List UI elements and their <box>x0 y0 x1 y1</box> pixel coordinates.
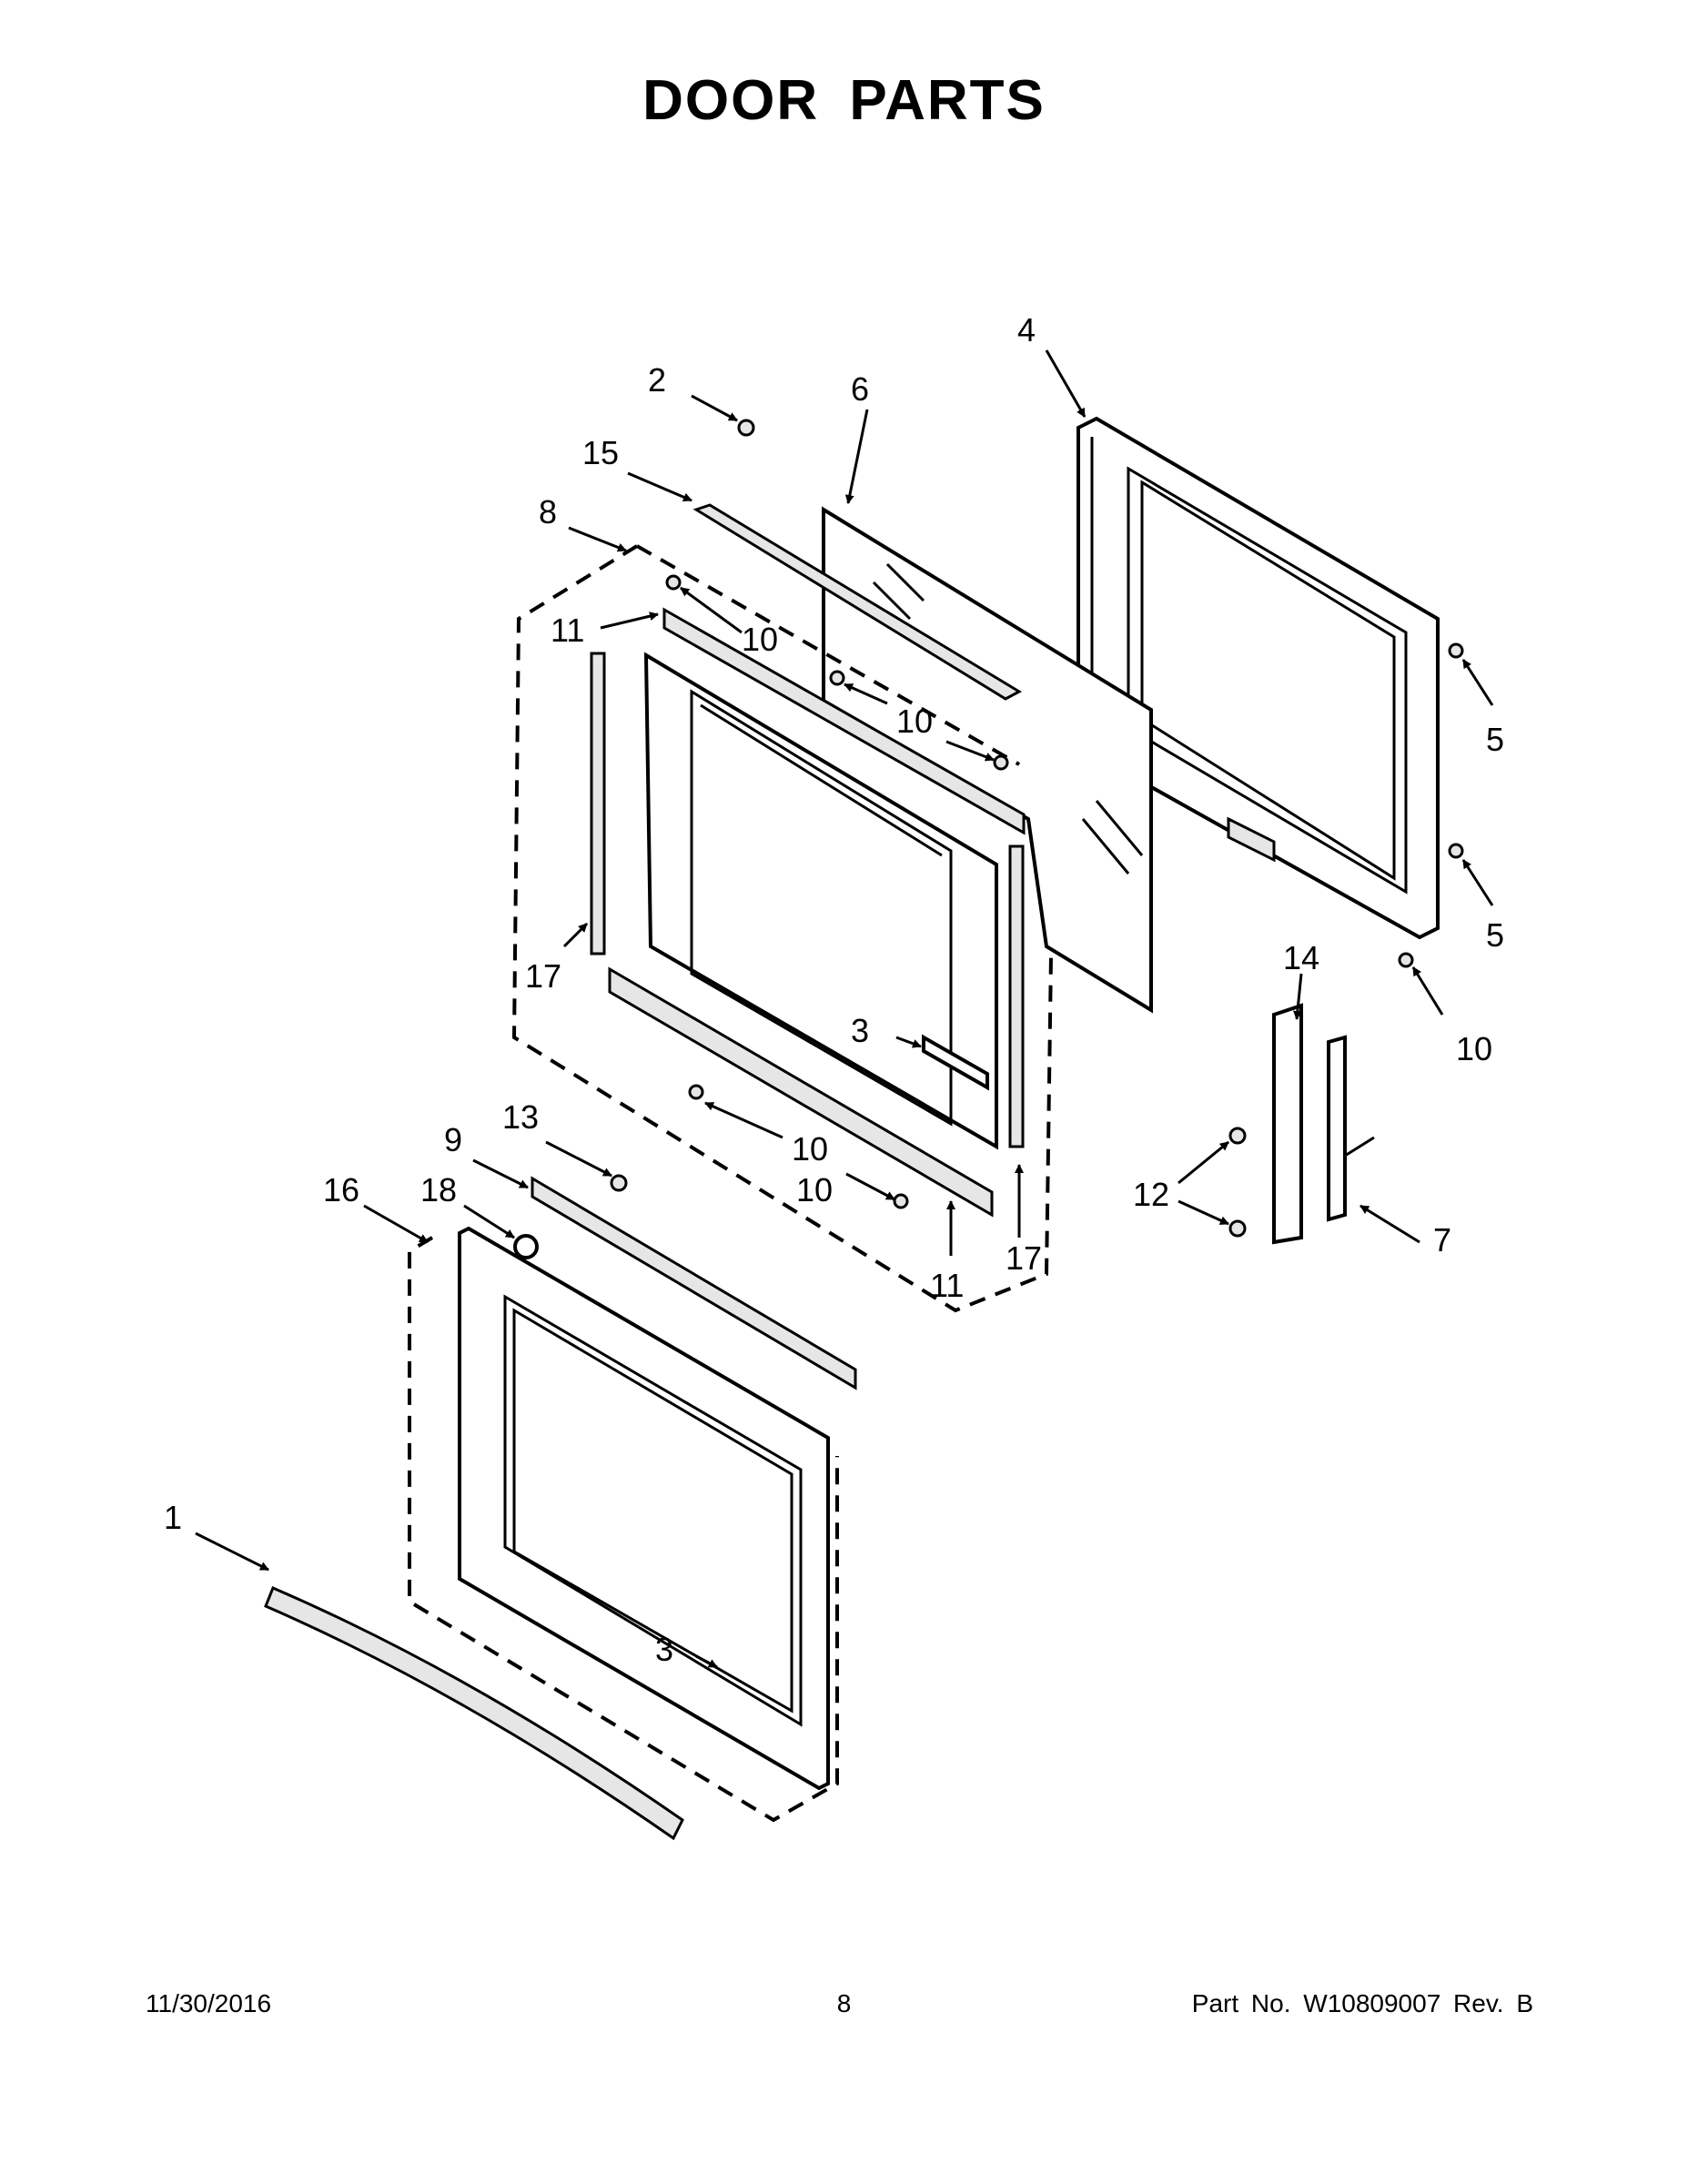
callout-17-left: 17 <box>525 957 561 995</box>
inner-door-assembly-outline <box>511 544 1053 1313</box>
screws <box>610 419 1464 1238</box>
callout-15: 15 <box>582 434 619 471</box>
callout-5-upper: 5 <box>1486 721 1504 758</box>
callout-16: 16 <box>323 1171 359 1208</box>
callout-13: 13 <box>502 1098 539 1136</box>
callout-10-e: 10 <box>796 1171 833 1208</box>
callout-5-lower: 5 <box>1486 916 1504 954</box>
leader-lines <box>195 349 1494 1669</box>
hinge-receiver <box>1272 1003 1303 1245</box>
callout-10-c: 10 <box>1456 1030 1492 1067</box>
footer-date: 11/30/2016 <box>146 1989 272 2017</box>
callout-10-a: 10 <box>742 621 778 658</box>
callout-11-top: 11 <box>551 612 584 649</box>
footer-page-number: 8 <box>836 1989 852 2017</box>
callout-6: 6 <box>851 370 869 408</box>
callout-labels: 1 2 3 3 4 5 5 6 7 8 9 10 10 10 10 10 11 … <box>164 311 1504 1668</box>
callout-2: 2 <box>648 361 666 399</box>
callout-10-b: 10 <box>896 703 933 740</box>
callout-3-lower: 3 <box>655 1631 673 1668</box>
rear-door-panel <box>1076 416 1440 940</box>
callout-4: 4 <box>1017 311 1036 349</box>
top-trim-strip <box>692 503 1023 701</box>
nameplate-upper <box>922 1034 989 1091</box>
callout-18: 18 <box>420 1171 457 1208</box>
callout-7: 7 <box>1433 1221 1451 1259</box>
callout-9: 9 <box>444 1121 462 1158</box>
right-side-seal <box>1008 844 1025 1148</box>
callout-1: 1 <box>164 1499 182 1536</box>
footer-part-number: Part No. W10809007 Rev. B <box>1191 1989 1533 2017</box>
hinge <box>1327 1035 1347 1222</box>
outer-door-panel <box>458 1226 830 1791</box>
callout-14: 14 <box>1283 939 1319 976</box>
callout-17-right: 17 <box>1006 1239 1042 1277</box>
callout-10-d: 10 <box>792 1130 828 1168</box>
bottom-bracket <box>608 966 994 1218</box>
door-bracket <box>531 1176 857 1390</box>
callout-8: 8 <box>539 493 557 531</box>
page-title: DOOR PARTS <box>642 69 1046 132</box>
outer-door-outline <box>408 1236 839 1823</box>
callout-12: 12 <box>1133 1176 1169 1213</box>
washer <box>513 1234 539 1259</box>
top-bracket <box>662 607 1026 835</box>
door-handle <box>264 1586 684 1841</box>
callout-11-bottom: 11 <box>930 1267 964 1304</box>
inner-door-frame <box>643 652 998 1150</box>
left-side-seal <box>590 652 606 956</box>
callout-3-upper: 3 <box>851 1012 869 1049</box>
